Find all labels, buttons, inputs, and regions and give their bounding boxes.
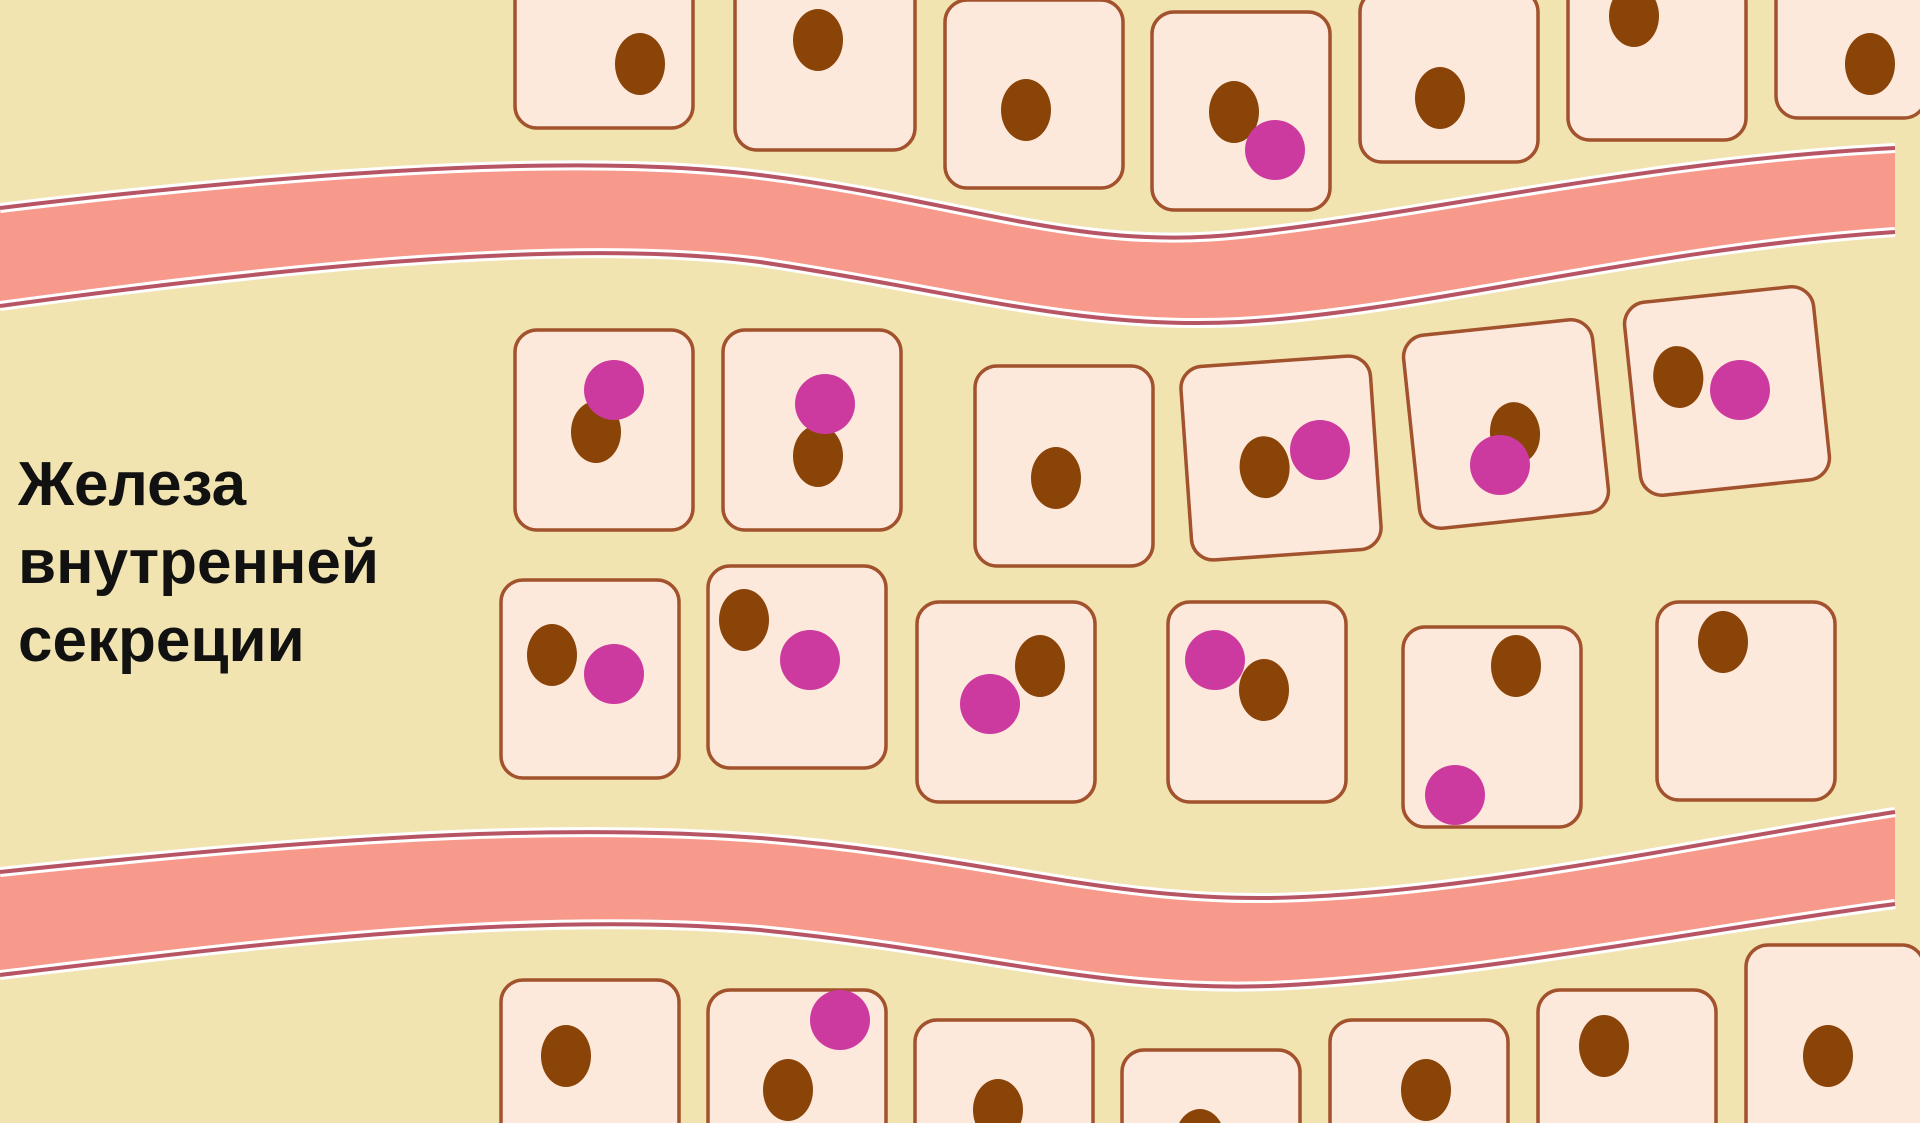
- nucleus-icon: [1415, 67, 1465, 129]
- gland-cell: [975, 366, 1153, 566]
- nucleus-icon: [1491, 635, 1541, 697]
- gland-cell: [515, 0, 693, 128]
- nucleus-icon: [1401, 1059, 1451, 1121]
- gland-label-line-2: внутренней: [18, 524, 438, 602]
- cell-icon: [515, 0, 693, 128]
- gland-cell: [1330, 1020, 1508, 1123]
- hormone-granule-icon: [1710, 360, 1770, 420]
- gland-cell: [1401, 318, 1610, 531]
- cell-icon: [1122, 1050, 1300, 1123]
- gland-cell: [1538, 990, 1716, 1123]
- nucleus-icon: [1015, 635, 1065, 697]
- gland-label-line-3: секреции: [18, 602, 438, 680]
- hormone-granule-icon: [1185, 630, 1245, 690]
- gland-cell: [501, 980, 679, 1123]
- nucleus-icon: [1001, 79, 1051, 141]
- gland-cell: [515, 330, 693, 530]
- gland-cell: [1122, 1050, 1300, 1123]
- hormone-granule-icon: [810, 990, 870, 1050]
- hormone-granule-icon: [795, 374, 855, 434]
- gland-cell: [1568, 0, 1746, 140]
- nucleus-icon: [793, 9, 843, 71]
- gland-cell: [1746, 945, 1920, 1123]
- nucleus-icon: [1803, 1025, 1853, 1087]
- nucleus-icon: [1579, 1015, 1629, 1077]
- hormone-granule-icon: [1425, 765, 1485, 825]
- gland-cell: [1776, 0, 1920, 118]
- hormone-granule-icon: [584, 360, 644, 420]
- nucleus-icon: [1031, 447, 1081, 509]
- nucleus-icon: [1239, 659, 1289, 721]
- gland-cell: [915, 1020, 1093, 1123]
- hormone-granule-icon: [960, 674, 1020, 734]
- nucleus-icon: [527, 624, 577, 686]
- hormone-granule-icon: [584, 644, 644, 704]
- gland-cell: [1360, 0, 1538, 162]
- nucleus-icon: [719, 589, 769, 651]
- nucleus-icon: [541, 1025, 591, 1087]
- gland-cell: [1168, 602, 1346, 802]
- gland-label-line-1: Железа: [18, 446, 438, 524]
- gland-cell: [1657, 602, 1835, 800]
- gland-cell: [945, 0, 1123, 188]
- gland-cell: [1179, 355, 1382, 562]
- hormone-granule-icon: [1470, 435, 1530, 495]
- nucleus-icon: [615, 33, 665, 95]
- nucleus-icon: [793, 425, 843, 487]
- hormone-granule-icon: [1245, 120, 1305, 180]
- hormone-granule-icon: [780, 630, 840, 690]
- hormone-granule-icon: [1290, 420, 1350, 480]
- nucleus-icon: [1845, 33, 1895, 95]
- gland-label: Железа внутренней секреции: [18, 446, 438, 680]
- gland-cell: [1152, 12, 1330, 210]
- gland-cell: [735, 0, 915, 150]
- nucleus-icon: [1698, 611, 1748, 673]
- nucleus-icon: [763, 1059, 813, 1121]
